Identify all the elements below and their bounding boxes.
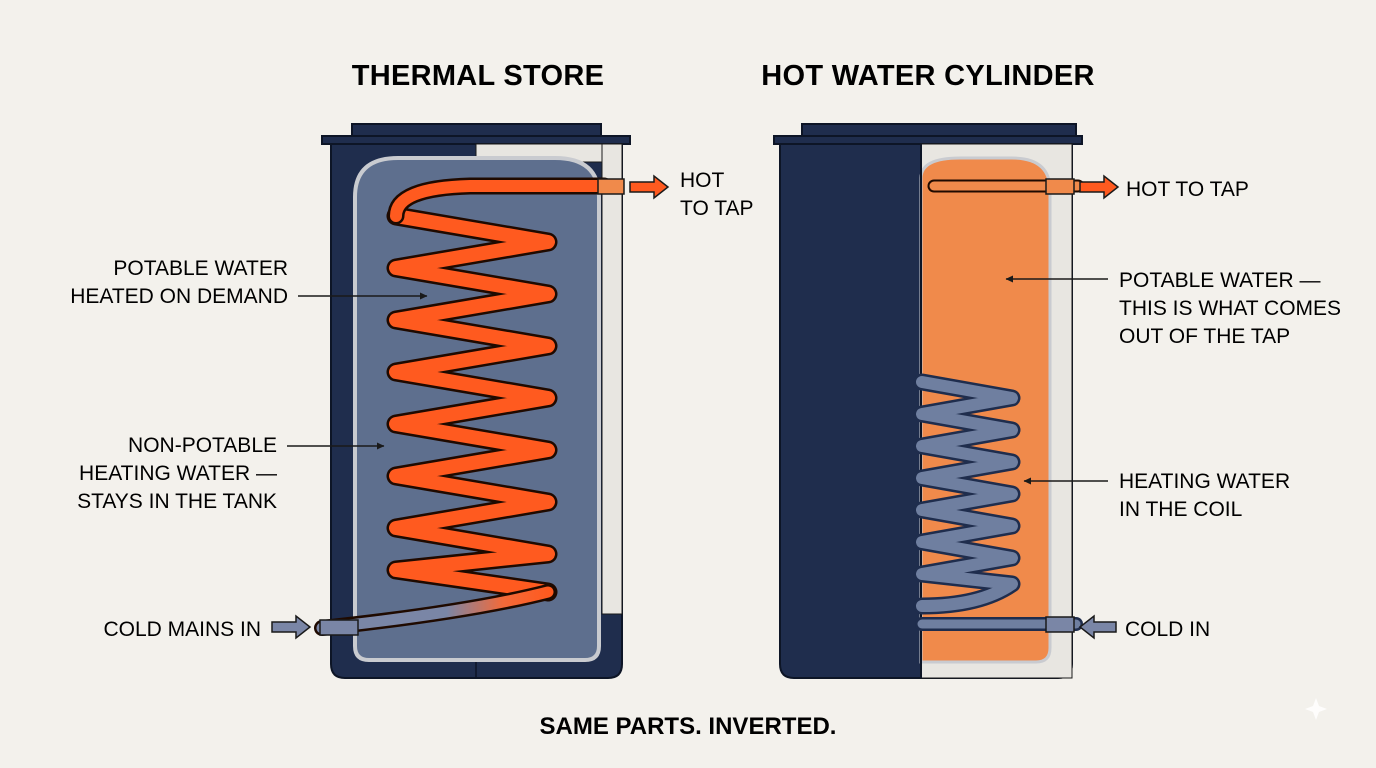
left-hot-label-1: HOT bbox=[680, 169, 725, 192]
left-nonpotable-label-1: NON-POTABLE bbox=[128, 434, 277, 457]
left-nonpotable-label-3: STAYS IN THE TANK bbox=[77, 490, 277, 513]
left-hot-label-2: TO TAP bbox=[680, 197, 754, 220]
right-heating-label-2: IN THE COIL bbox=[1119, 498, 1242, 521]
right-potable-label-2: THIS IS WHAT COMES bbox=[1119, 297, 1341, 320]
heating-coil-right bbox=[913, 373, 1021, 615]
right-heating-label-1: HEATING WATER bbox=[1119, 470, 1290, 493]
right-potable-label-1: POTABLE WATER — bbox=[1119, 269, 1320, 292]
cold-inlet-arrow-icon bbox=[1078, 614, 1117, 640]
right-title: HOT WATER CYLINDER bbox=[761, 60, 1095, 92]
potable-coil-left bbox=[314, 177, 625, 636]
hot-outlet-arrow-icon bbox=[629, 174, 670, 200]
left-potable-label-1: POTABLE WATER bbox=[113, 257, 288, 280]
right-cold-label: COLD IN bbox=[1125, 618, 1210, 641]
hot-water-cylinder-tank bbox=[773, 123, 1083, 679]
footer-caption: SAME PARTS. INVERTED. bbox=[540, 713, 837, 740]
right-hot-label: HOT TO TAP bbox=[1126, 178, 1249, 201]
left-potable-label-2: HEATED ON DEMAND bbox=[70, 285, 288, 308]
hot-outlet-arrow-icon bbox=[1079, 174, 1120, 200]
left-title: THERMAL STORE bbox=[352, 60, 605, 92]
left-cold-label: COLD MAINS IN bbox=[103, 618, 261, 641]
cold-inlet-arrow-icon bbox=[271, 614, 312, 640]
sparkle-icon bbox=[1305, 698, 1327, 720]
left-nonpotable-label-2: HEATING WATER — bbox=[79, 462, 277, 485]
right-potable-label-3: OUT OF THE TAP bbox=[1119, 325, 1290, 348]
